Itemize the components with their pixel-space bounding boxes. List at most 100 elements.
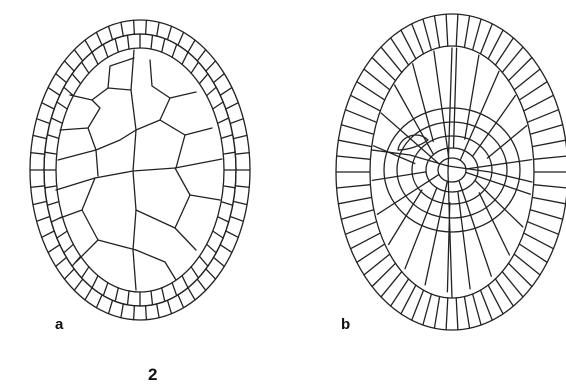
b-outer-ring-cell-wall — [464, 297, 469, 329]
a-outer-ring-cell-wall — [134, 20, 135, 34]
a-inner-ring-cell-wall — [218, 118, 229, 123]
a-outer-ring-cell-wall — [157, 304, 159, 318]
b-outer-ring-cell-wall — [345, 222, 376, 235]
b-outer-ring-cell-wall — [530, 210, 563, 220]
a-outer-ring-cell-wall — [178, 32, 184, 45]
b-outer-ring-cell-wall — [456, 298, 458, 330]
a-interior-cell-wall — [88, 128, 136, 150]
a-inner-ring-cell-wall — [92, 52, 98, 64]
b-outer-ring-cell-wall — [456, 14, 458, 46]
b-outer-ring-cell-wall — [341, 125, 374, 135]
b-radial-cell-wall — [372, 172, 426, 181]
b-outer-ring-cell-wall — [345, 110, 376, 123]
b-radial-cell-wall — [447, 203, 449, 292]
a-horizontal-cleavage — [56, 159, 222, 190]
b-outer-ring-cell-wall — [337, 185, 371, 188]
a-inner-ring-cell-wall — [64, 244, 74, 253]
a-outer-ring-cell-wall — [168, 26, 172, 39]
b-outer-ring-cell-wall — [514, 254, 540, 275]
b-outer-ring-cell-wall — [412, 24, 424, 54]
b-radial-cell-wall — [434, 51, 449, 158]
a-inner-ring-cell-wall — [207, 87, 217, 96]
panel-b-cell-section — [336, 14, 566, 330]
a-inner-ring-cell-wall — [64, 87, 74, 96]
a-outer-ring-cell-wall — [146, 306, 147, 320]
a-outer-ring-cell-wall — [56, 74, 67, 83]
a-outer-ring-cell-wall — [233, 201, 247, 204]
a-interior-cell-wall — [82, 210, 136, 250]
b-outer-ring-cell-wall — [412, 290, 424, 320]
a-inner-ring-cell-wall — [103, 283, 108, 296]
a-inner-ring-cell-wall — [162, 288, 165, 302]
b-outer-ring-cell-wall — [391, 38, 409, 65]
a-outer-ring-cell-wall — [178, 295, 184, 308]
b-swirl-layer — [384, 108, 520, 232]
b-outer-ring-cell-wall — [434, 297, 439, 329]
a-inner-ring-cell-wall — [151, 35, 153, 49]
a-outer-ring-cell-wall — [188, 288, 195, 300]
b-radial-cell-wall — [454, 48, 457, 148]
a-inner-ring-cell-wall — [51, 118, 62, 123]
b-outer-ring-cell-wall — [519, 244, 547, 262]
a-inner-ring-cell-wall — [128, 35, 130, 49]
a-inner-ring-cell-wall — [172, 283, 177, 296]
b-outer-ring-cell-wall — [524, 233, 554, 249]
a-outer-ring-cell-wall — [230, 217, 243, 222]
b-outer-ring-cell-wall — [488, 30, 503, 59]
a-outer-ring-cell-wall — [109, 26, 113, 39]
b-radial-cell-wall — [479, 193, 509, 255]
a-outer-ring-cell-wall — [96, 295, 102, 308]
b-radial-cell-wall — [487, 126, 526, 158]
a-outer-ring-cell-wall — [226, 103, 239, 109]
a-inner-ring-cell-wall — [47, 202, 59, 206]
panel-a-label: a — [55, 316, 63, 333]
a-outer-ring-cell-wall — [230, 119, 243, 124]
a-inner-ring-cell-wall — [191, 267, 198, 278]
b-outer-ring-cell-wall — [401, 30, 416, 59]
b-outer-ring-cell-wall — [532, 197, 565, 203]
a-interior-cell-wall — [108, 58, 134, 88]
a-inner-ring-cell-wall — [72, 74, 81, 84]
b-outer-ring-cell-wall — [495, 38, 513, 65]
panel-b-label: b — [341, 316, 350, 333]
figure-number: 2 — [148, 365, 157, 385]
a-outer-ring-cell-wall — [206, 269, 216, 279]
a-inner-ring-cell-wall — [92, 276, 98, 288]
b-outer-ring-cell-wall — [473, 294, 482, 325]
a-outer-ring-cell-wall — [220, 88, 232, 96]
a-inner-ring-cell-wall — [223, 186, 235, 188]
a-inner-ring-cell-wall — [221, 135, 233, 139]
a-outer-ring-cell-wall — [146, 20, 147, 34]
a-inner-ring-cell-wall — [115, 39, 118, 53]
a-outer-ring-cell-wall — [31, 186, 45, 188]
a-inner-ring-cell-wall — [182, 276, 188, 288]
a-outer-ring-cell-wall — [121, 304, 123, 318]
b-radial-cell-wall — [473, 96, 516, 157]
b-outer-ring-cell-wall — [391, 279, 409, 306]
b-outer-ring-inner-boundary — [370, 46, 534, 298]
a-inner-ring-cell-wall — [82, 267, 89, 278]
b-outer-ring-cell-wall — [519, 82, 547, 100]
b-outer-ring-cell-wall — [488, 285, 503, 314]
b-outer-ring-cell-wall — [446, 298, 448, 330]
a-interior-cell-wall — [150, 60, 170, 98]
a-inner-ring-cell-wall — [162, 39, 165, 53]
a-outer-ring-cell-wall — [31, 153, 45, 155]
b-outer-ring-cell-wall — [338, 197, 371, 203]
b-outer-ring-cell-wall — [357, 82, 385, 100]
a-inner-ring-cell-wall — [172, 44, 177, 57]
a-outer-ring-cell-wall — [109, 300, 113, 313]
b-outer-ring-cell-wall — [446, 14, 448, 46]
b-outer-ring-cell-wall — [364, 69, 390, 90]
a-outer-ring-cell-wall — [197, 279, 205, 290]
a-outer-ring-cell-wall — [37, 217, 50, 222]
a-outer-ring-cell-wall — [48, 245, 60, 253]
b-outer-ring-cell-wall — [364, 254, 390, 275]
b-outer-ring-cell-wall — [524, 95, 554, 111]
a-inner-ring-cell-wall — [82, 62, 89, 73]
a-inner-ring-cell-wall — [199, 256, 208, 266]
a-outer-ring-cell-wall — [65, 269, 75, 279]
a-outer-ring-cell-wall — [235, 186, 249, 188]
a-inner-ring-cell-wall — [45, 152, 57, 154]
a-outer-ring-cell-wall — [65, 61, 75, 71]
